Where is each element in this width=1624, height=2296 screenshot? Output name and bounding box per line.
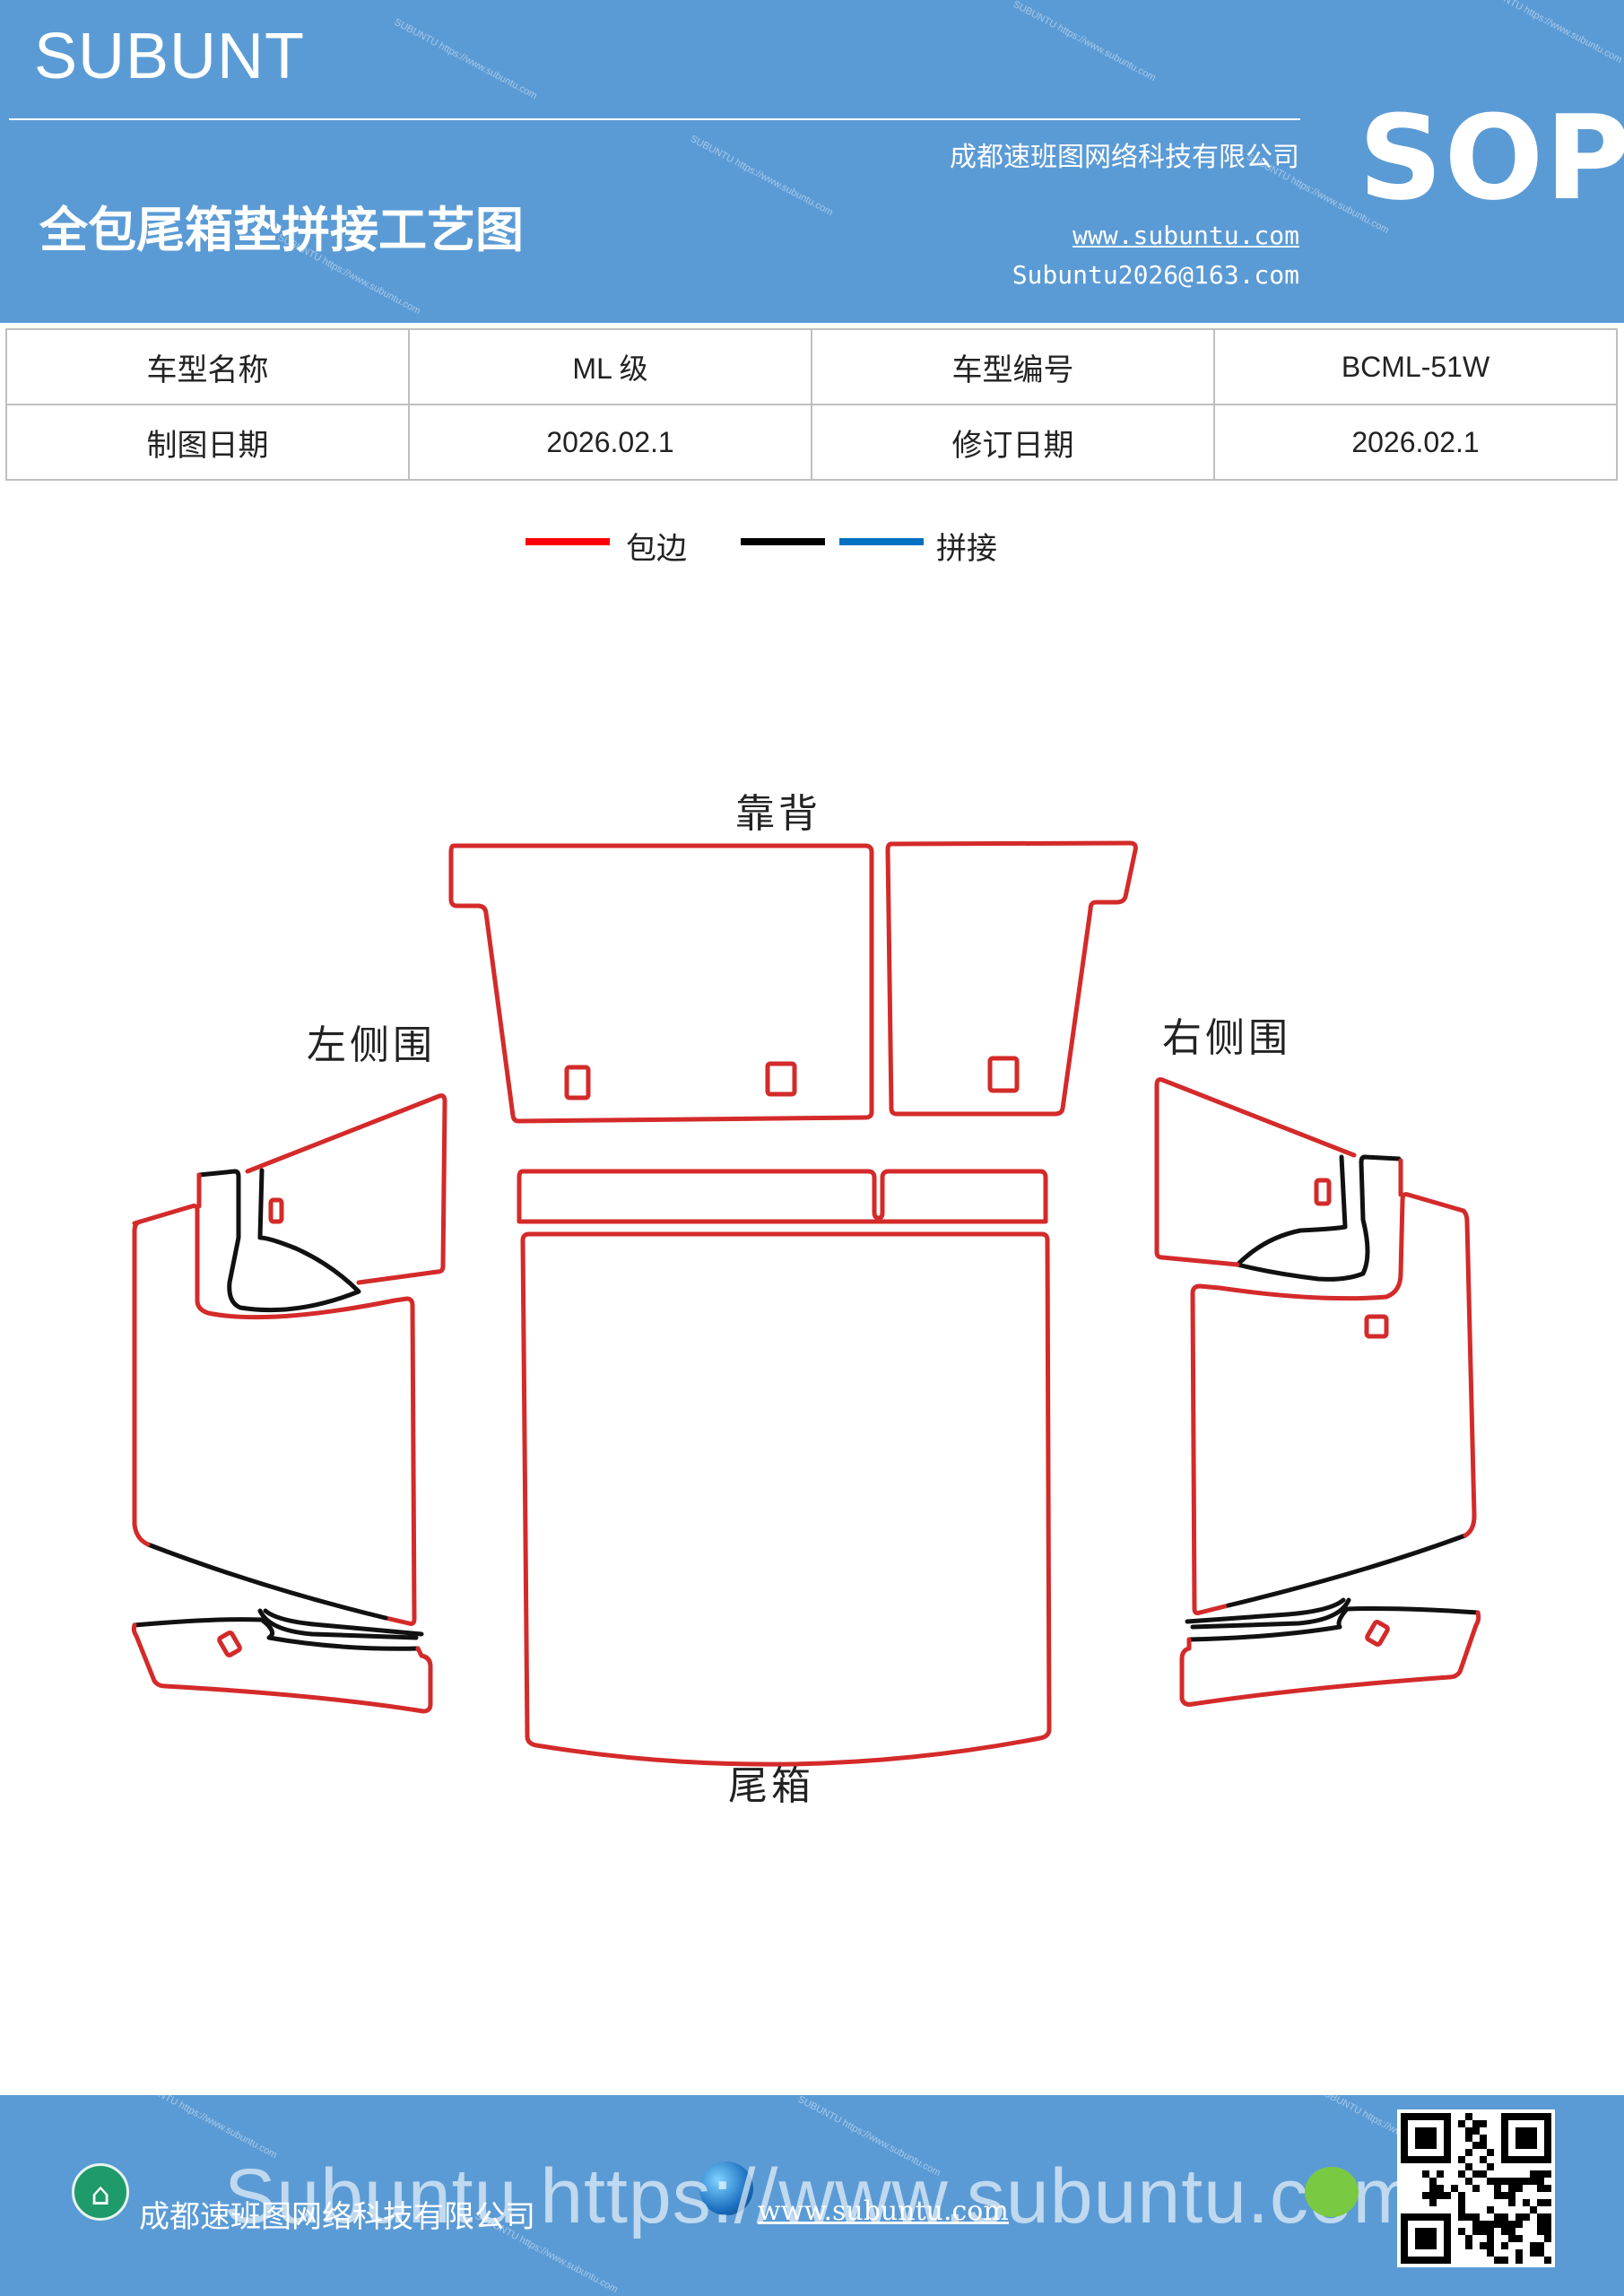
company-name: 成都速班图网络科技有限公司 bbox=[950, 142, 1299, 173]
backrest-left-panel bbox=[448, 843, 874, 1124]
model-code-value: BCML-51W bbox=[1213, 328, 1618, 405]
right-bottom-panel bbox=[1179, 1610, 1481, 1707]
left-bottom-seam-2 bbox=[257, 1608, 424, 1640]
backrest-right-panel bbox=[885, 840, 1138, 1117]
legend-swatch-black bbox=[741, 538, 825, 545]
building-icon: ⌂ bbox=[72, 2163, 129, 2221]
right-side-panel bbox=[1190, 1192, 1466, 1615]
left-upper-panel bbox=[245, 1093, 447, 1285]
right-side-panel-edge bbox=[1461, 1208, 1477, 1538]
qr-code bbox=[1397, 2109, 1555, 2267]
legend-label-binding: 包边 bbox=[626, 531, 687, 567]
model-code-label: 车型编号 bbox=[811, 328, 1215, 405]
model-name-value: ML 级 bbox=[408, 328, 812, 405]
brand-name: SUBUNT bbox=[34, 21, 306, 92]
label-trunk: 尾箱 bbox=[728, 1763, 814, 1809]
revision-date-value: 2026.02.1 bbox=[1213, 404, 1618, 481]
label-backrest: 靠背 bbox=[735, 791, 821, 837]
left-side-seam bbox=[145, 1542, 388, 1621]
label-right-side: 右侧围 bbox=[1162, 1015, 1291, 1061]
model-name-label: 车型名称 bbox=[5, 328, 410, 405]
table-row: 制图日期 2026.02.1 修订日期 2026.02.1 bbox=[5, 404, 1618, 481]
page-title: 全包尾箱垫拼接工艺图 bbox=[39, 201, 524, 258]
right-clip-hole bbox=[1314, 1178, 1332, 1206]
legend: 包边 拼接 bbox=[0, 520, 1624, 574]
footer-company-name: 成都速班图网络科技有限公司 bbox=[139, 2199, 535, 2235]
revision-date-label: 修订日期 bbox=[811, 404, 1215, 481]
right-bottom-seam-2 bbox=[1185, 1597, 1351, 1630]
right-side-seam bbox=[1226, 1533, 1468, 1608]
left-side-panel bbox=[132, 1204, 417, 1626]
legend-label-seam: 拼接 bbox=[936, 531, 997, 567]
left-wheel-arch-seam bbox=[196, 1168, 361, 1313]
right-clip-hole bbox=[1364, 1314, 1389, 1339]
legend-swatch-seam bbox=[839, 538, 924, 545]
trunk-floor-panel bbox=[520, 1231, 1052, 1767]
right-wheel-arch-seam bbox=[1235, 1154, 1402, 1282]
left-bottom-panel bbox=[131, 1622, 433, 1714]
sop-badge: SOP bbox=[1359, 90, 1624, 226]
right-bottom-seam bbox=[1186, 1606, 1481, 1642]
left-clip-hole bbox=[217, 1631, 242, 1657]
left-bottom-seam bbox=[132, 1617, 421, 1651]
drawing-date-value: 2026.02.1 bbox=[408, 404, 812, 481]
wechat-icon bbox=[1305, 2167, 1359, 2217]
header-banner: SUBUNTU https://www.subuntu.com SUBUNTU … bbox=[0, 0, 1624, 323]
backrest-clip-hole bbox=[564, 1065, 591, 1100]
label-left-side: 左侧围 bbox=[307, 1022, 436, 1068]
drawing-date-label: 制图日期 bbox=[5, 404, 410, 481]
backrest-clip-hole bbox=[987, 1056, 1020, 1093]
header-divider bbox=[9, 118, 1300, 120]
table-row: 车型名称 ML 级 车型编号 BCML-51W bbox=[5, 328, 1618, 405]
backrest-clip-hole bbox=[765, 1061, 797, 1097]
footer-banner: SUBUNTU https://www.subuntu.com SUBUNTU … bbox=[0, 2076, 1624, 2296]
left-side-panel-edge bbox=[132, 1219, 151, 1547]
globe-icon bbox=[699, 2161, 753, 2215]
footer-watermark: Subuntu https://www.subuntu.com bbox=[224, 2153, 1419, 2239]
left-clip-hole bbox=[268, 1197, 284, 1224]
contact-email[interactable]: Subuntu2026@163.com bbox=[1012, 260, 1299, 290]
website-link[interactable]: www.subuntu.com bbox=[1073, 221, 1299, 250]
right-clip-hole bbox=[1365, 1620, 1390, 1647]
vehicle-info-table: 车型名称 ML 级 车型编号 BCML-51W 制图日期 2026.02.1 修… bbox=[5, 328, 1618, 481]
footer-website-link[interactable]: www.subuntu.com bbox=[758, 2196, 1009, 2227]
legend-swatch-binding bbox=[525, 538, 610, 545]
right-upper-panel bbox=[1154, 1077, 1357, 1267]
trunk-top-strip-left bbox=[517, 1169, 1048, 1224]
